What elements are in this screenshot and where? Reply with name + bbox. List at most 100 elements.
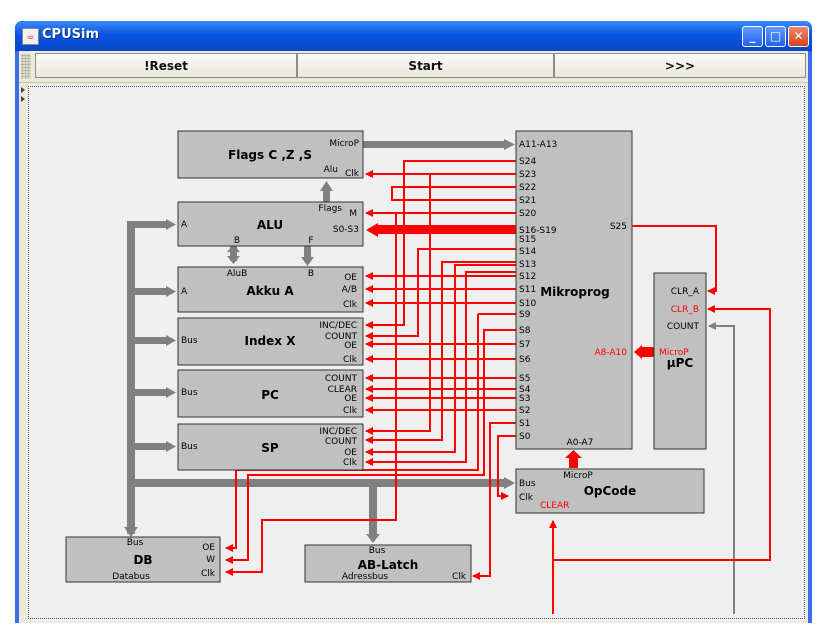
alu-pin-flags: Flags: [318, 204, 342, 214]
alu-pin-b: B: [234, 236, 240, 246]
akku-pin-b: B: [308, 269, 314, 279]
mp-pin-s0: S0: [519, 432, 531, 442]
opcode-pin-clear: CLEAR: [540, 501, 569, 511]
ablatch-pin-clk: Clk: [452, 572, 467, 582]
pc-block[interactable]: [177, 369, 364, 418]
flags-pin-alu: Alu: [324, 165, 338, 175]
alu-block[interactable]: [177, 201, 364, 247]
mp-pin-s2: S2: [519, 406, 530, 416]
akku-pin-clk: Clk: [343, 300, 358, 310]
akku-pin-alub: AluB: [227, 269, 248, 279]
app-window: ☕ CPUSim _ □ ✕ !Reset Start >>>: [15, 21, 812, 623]
indexx-pin-oe: OE: [344, 341, 357, 351]
db-pin-clk: Clk: [201, 569, 216, 579]
content-pane: !Reset Start >>>: [19, 51, 808, 623]
pc-pin-oe: OE: [344, 394, 357, 404]
sp-pin-clk: Clk: [343, 458, 358, 468]
db-pin-databus: Databus: [112, 572, 150, 582]
mp-pin-s16s19: S16-S19: [519, 226, 557, 236]
akku-pin-oe: OE: [344, 273, 357, 283]
alu-pin-m: M: [349, 209, 357, 219]
opcode-pin-microp: MicroP: [563, 471, 593, 481]
sp-block[interactable]: [177, 423, 364, 471]
pc-pin-clk: Clk: [343, 406, 358, 416]
mp-pin-s21: S21: [519, 196, 536, 206]
upc-pin-clrb: CLR_B: [671, 305, 699, 315]
indexx-pin-bus: Bus: [181, 336, 198, 346]
mp-pin-s12: S12: [519, 272, 536, 282]
upc-title: µPC: [667, 356, 694, 370]
mikroprog-title: Mikroprog: [540, 285, 610, 299]
mp-pin-s3: S3: [519, 394, 530, 404]
sp-pin-oe: OE: [344, 448, 357, 458]
akku-pin-ab: A/B: [342, 285, 357, 295]
flags-block[interactable]: [177, 130, 364, 179]
sp-pin-bus: Bus: [181, 442, 198, 452]
indexx-pin-clk: Clk: [343, 355, 358, 365]
db-block[interactable]: [65, 536, 221, 583]
opcode-title: OpCode: [584, 484, 637, 498]
mp-pin-a11a13: A11-A13: [519, 140, 557, 150]
pc-pin-bus: Bus: [181, 388, 198, 398]
akku-pin-a: A: [181, 287, 188, 297]
pc-title: PC: [261, 388, 279, 402]
mp-pin-s1: S1: [519, 419, 530, 429]
indexx-pin-count: COUNT: [325, 332, 358, 342]
sp-pin-incdec: INC/DEC: [319, 427, 357, 437]
alu-pin-f: F: [308, 236, 313, 246]
reset-button[interactable]: !Reset: [35, 53, 297, 78]
mp-pin-s20: S20: [519, 209, 536, 219]
mp-pin-a0a7: A0-A7: [567, 438, 594, 448]
alu-pin-s0s3: S0-S3: [333, 225, 359, 235]
mp-pin-a8a10: A8-A10: [594, 348, 627, 358]
start-button[interactable]: Start: [297, 53, 554, 78]
step-button[interactable]: >>>: [554, 53, 806, 78]
mp-pin-s23: S23: [519, 170, 536, 180]
mp-pin-s13: S13: [519, 260, 536, 270]
mp-pin-s8: S8: [519, 326, 531, 336]
window-title: CPUSim: [42, 27, 99, 42]
opcode-block[interactable]: [515, 468, 705, 514]
bus-lines: [124, 139, 515, 543]
akku-title: Akku A: [246, 284, 294, 298]
pc-pin-count: COUNT: [325, 374, 358, 384]
sp-pin-count: COUNT: [325, 437, 358, 447]
minimize-button[interactable]: _: [742, 26, 763, 47]
mp-pin-s9: S9: [519, 310, 531, 320]
mp-pin-s11: S11: [519, 285, 536, 295]
title-bar[interactable]: ☕ CPUSim _ □ ✕: [15, 21, 812, 51]
indexx-title: Index X: [245, 334, 297, 348]
ablatch-pin-adressbus: Adressbus: [342, 572, 389, 582]
a0-a7-arrow: [565, 450, 582, 468]
db-pin-oe: OE: [202, 543, 215, 553]
canvas-border: [28, 86, 805, 619]
akku-block[interactable]: [177, 266, 364, 313]
close-button[interactable]: ✕: [788, 26, 809, 47]
indexx-block[interactable]: [177, 317, 364, 366]
mp-pin-s5: S5: [519, 374, 530, 384]
java-cup-icon: ☕: [22, 28, 39, 45]
mp-pin-s6: S6: [519, 355, 531, 365]
ablatch-block[interactable]: [304, 544, 472, 583]
mp-pin-s7: S7: [519, 340, 530, 350]
upc-pin-count: COUNT: [667, 322, 700, 332]
upc-pin-clra: CLR_A: [671, 287, 700, 297]
mp-pin-s4: S4: [519, 385, 531, 395]
mp-pin-s15: S15: [519, 235, 536, 245]
mp-pin-s10: S10: [519, 299, 536, 309]
sp-title: SP: [261, 441, 279, 455]
mp-pin-s22: S22: [519, 183, 536, 193]
db-pin-w: W: [206, 555, 215, 565]
toolbar: !Reset Start >>>: [19, 51, 808, 83]
mikroprog-block[interactable]: [515, 130, 633, 450]
upc-pin-microp: MicroP: [659, 348, 689, 358]
flags-pin-microp: MicroP: [329, 139, 359, 149]
maximize-button[interactable]: □: [765, 26, 786, 47]
opcode-pin-bus: Bus: [519, 479, 536, 489]
side-splitter[interactable]: [20, 85, 27, 621]
toolbar-grip[interactable]: [21, 54, 31, 79]
flags-title: Flags C ,Z ,S: [228, 148, 312, 162]
flags-pin-clk: Clk: [345, 169, 360, 179]
pc-pin-clear: CLEAR: [328, 385, 357, 395]
upc-block[interactable]: [653, 272, 707, 450]
